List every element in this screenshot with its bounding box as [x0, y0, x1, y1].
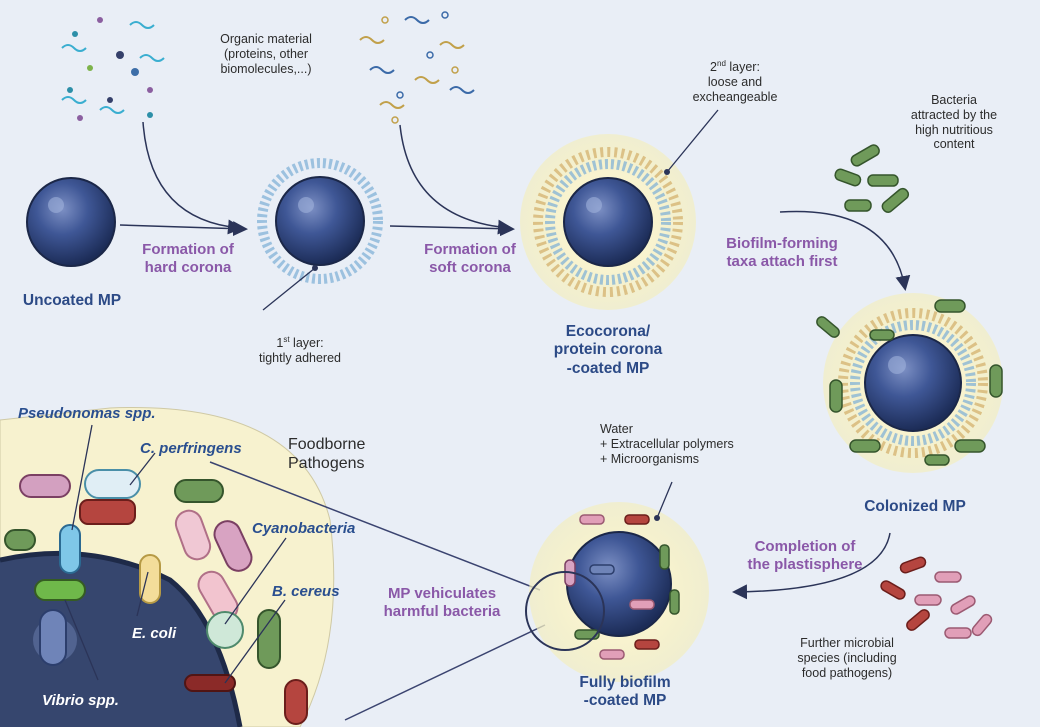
second-layer-desc: loose and excheangeable: [692, 74, 778, 104]
ecocorona-label: Ecocorona/ protein corona -coated MP: [553, 323, 663, 377]
zoom-circle: [525, 571, 605, 651]
foodborne-inset: [0, 407, 546, 727]
mp-vehiculates-label: MP vehiculates harmful bacteria: [383, 585, 501, 620]
second-layer-sup: nd: [717, 59, 726, 68]
water-label: Water + Extracellular polymers + Microor…: [600, 422, 734, 466]
cyanobacteria-label: Cyanobacteria: [252, 520, 356, 537]
colonized-mp-sphere: [864, 334, 962, 432]
organic-material-cluster-1: [61, 17, 165, 121]
first-layer-desc: tightly adhered: [258, 350, 341, 365]
hard-corona-mp-sphere: [275, 176, 365, 266]
first-layer-sup: st: [283, 335, 290, 344]
completion-label: Completion of the plastisphere: [747, 538, 863, 573]
bacteria-attracted-label: Bacteria attracted by the high nutritiou…: [910, 93, 998, 152]
organic-material-label: Organic material (proteins, other biomol…: [220, 32, 312, 76]
arrow-eco-to-colonized: [779, 210, 911, 291]
uncoated-mp-label: Uncoated MP: [22, 292, 122, 309]
foodborne-label: Foodborne Pathogens: [288, 436, 366, 472]
fully-biofilm-label: Fully biofilm -coated MP: [579, 674, 671, 710]
pseudonomas-label: Pseudonomas spp.: [18, 405, 156, 422]
arrow-colonized-to-biofilm: [732, 532, 891, 600]
arrow-uncoated-to-hard: [119, 221, 248, 237]
colonizing-bacteria: [816, 299, 1003, 466]
uncoated-mp-sphere: [26, 177, 116, 267]
biofilm-forming-label: Biofilm-forming taxa attach first: [726, 235, 838, 270]
second-layer-num: 2: [710, 60, 717, 75]
further-microbial-species: [880, 556, 993, 639]
hard-corona-label: Formation of hard corona: [142, 241, 234, 276]
further-microbial-label: Further microbial species (including foo…: [797, 636, 897, 680]
ecoli-label: E. coli: [132, 625, 177, 642]
biofilm-mp-sphere: [566, 531, 672, 637]
perfringens-label: C. perfringens: [140, 440, 242, 457]
first-layer-num: 1: [276, 336, 284, 351]
arrow-organic-to-soft: [399, 124, 513, 235]
second-layer-word: layer:: [725, 60, 760, 75]
organic-material-cluster-2: [359, 11, 475, 124]
first-layer-word: layer:: [289, 336, 324, 351]
arrow-organic-to-hard: [142, 121, 243, 235]
ecocorona-mp-sphere: [563, 177, 653, 267]
colonized-mp-label: Colonized MP: [864, 498, 966, 515]
first-layer-label: 1st layer: tightly adhered: [240, 335, 360, 366]
arrow-hard-to-soft: [389, 221, 515, 237]
vibrio-label: Vibrio spp.: [42, 692, 119, 709]
soft-corona-label: Formation of soft corona: [424, 241, 516, 276]
cereus-label: B. cereus: [272, 583, 340, 600]
second-layer-label: 2nd layer: loose and excheangeable: [670, 59, 800, 104]
attracted-bacteria: [834, 144, 910, 213]
